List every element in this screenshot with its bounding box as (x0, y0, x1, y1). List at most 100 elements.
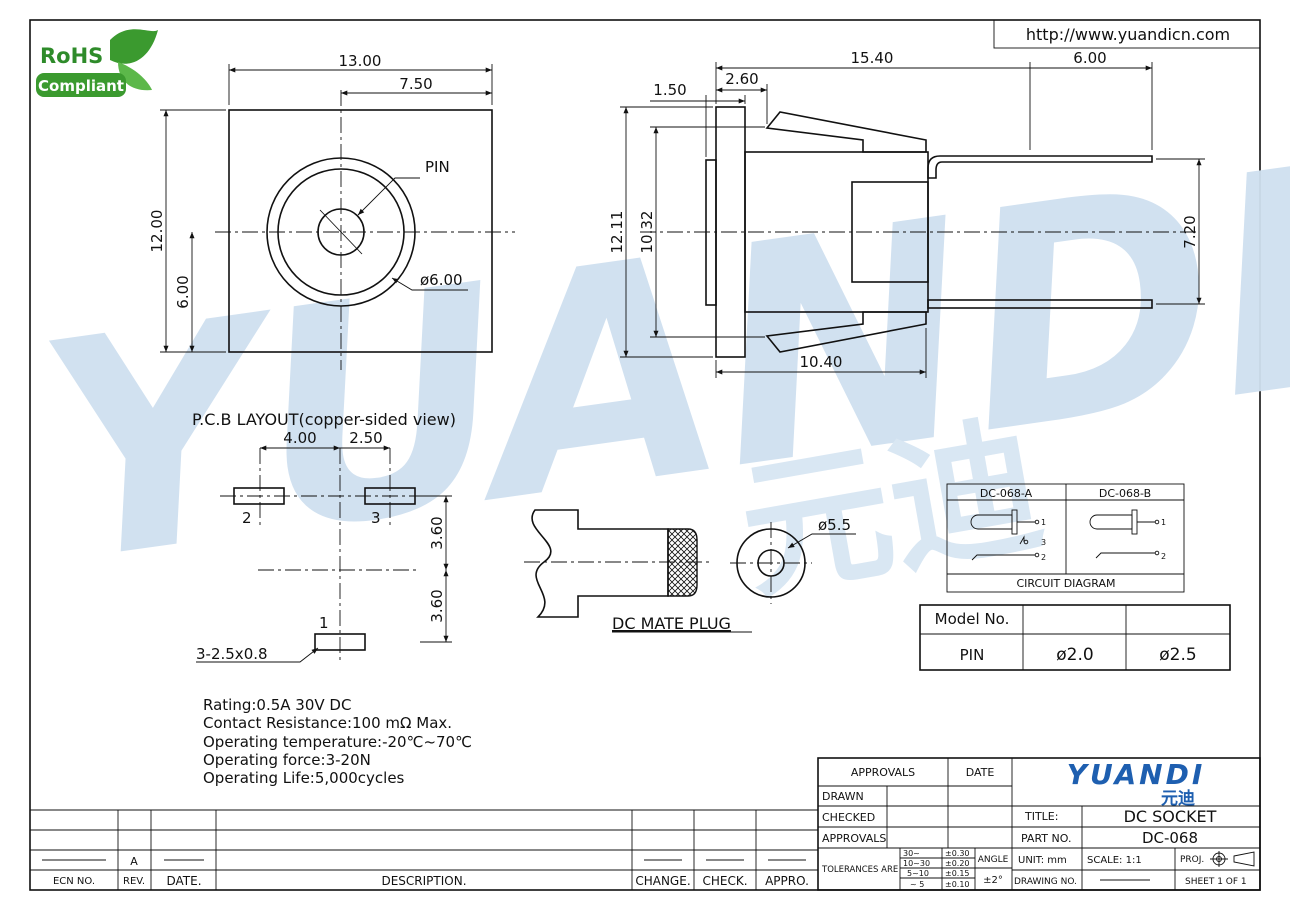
yuandi-logo-cjk: 元迪 (1161, 788, 1195, 809)
plug-tip (667, 528, 698, 597)
svg-text:±0.30: ±0.30 (945, 849, 970, 858)
leaf-icon (110, 29, 158, 64)
rev-header-date: DATE. (166, 874, 201, 888)
leaf-icon (118, 62, 152, 91)
rev-header-ecn: ECN NO. (53, 876, 95, 887)
slot-note: 3-2.5x0.8 (196, 645, 268, 663)
model-header: Model No. (935, 610, 1010, 628)
dim-h1: 12.11 (608, 211, 626, 254)
spec-rating: Rating:0.5A 30V DC (203, 696, 351, 714)
dim-height: 12.00 (148, 210, 166, 253)
model-table: Model No. PIN ø2.0 ø2.5 (919, 604, 1231, 671)
spec-force: Operating force:3-20N (203, 751, 371, 769)
svg-text:1: 1 (1041, 518, 1046, 527)
pcb-dim-d: 3.60 (428, 589, 446, 622)
dim-pin-len: 6.00 (1073, 49, 1106, 67)
svg-text:±0.10: ±0.10 (945, 880, 970, 889)
pad-label-2: 2 (242, 509, 252, 527)
side-view: 15.40 6.00 2.60 1.50 12.11 10.32 7.20 10… (608, 49, 1205, 378)
svg-text:~ 5: ~ 5 (910, 880, 924, 889)
model-value-a: ø2.0 (1056, 645, 1093, 665)
dim-front: 1.50 (653, 81, 686, 99)
rev-value: A (130, 855, 138, 868)
dim-body: 10.40 (800, 353, 843, 371)
model-value-b: ø2.5 (1159, 645, 1196, 665)
svg-text:5~10: 5~10 (907, 869, 929, 878)
rev-header-rev: REV. (123, 876, 145, 887)
plug-label: DC MATE PLUG (612, 614, 731, 633)
pcb-dim-b: 2.50 (349, 429, 382, 447)
svg-text:30~: 30~ (903, 849, 920, 858)
plug-diameter: ø5.5 (818, 516, 851, 534)
front-view: 13.00 7.50 12.00 6.00 PIN ø6.00 (148, 52, 515, 370)
rev-header-check: CHECK. (702, 874, 747, 888)
svg-text:2: 2 (1041, 553, 1046, 562)
svg-text:3: 3 (1041, 538, 1046, 547)
dim-width: 13.00 (339, 52, 382, 70)
dim-total: 15.40 (851, 49, 894, 67)
svg-text:±0.15: ±0.15 (945, 869, 970, 878)
spec-list: Rating:0.5A 30V DC Contact Resistance:10… (203, 696, 472, 787)
pcb-dim-c: 3.60 (428, 516, 446, 549)
revision-table: A ECN NO. REV. DATE. DESCRIPTION. CHANGE… (30, 758, 819, 890)
dim-h2: 10.32 (638, 211, 656, 254)
model-pin-label: PIN (960, 646, 985, 664)
svg-text:2: 2 (1161, 552, 1166, 561)
rev-header-change: CHANGE. (635, 874, 690, 888)
svg-text:SHEET 1 OF 1: SHEET 1 OF 1 (1185, 877, 1247, 887)
pin-top (927, 155, 1153, 179)
website-url: http://www.yuandicn.com (1026, 25, 1230, 44)
svg-text:PART NO.: PART NO. (1021, 832, 1071, 845)
svg-text:TOLERANCES ARE: TOLERANCES ARE (821, 865, 898, 875)
sheet-border (29, 19, 1261, 891)
circuit-col-b: DC-068-B (1099, 487, 1151, 500)
svg-text:DRAWING NO.: DRAWING NO. (1014, 877, 1077, 887)
pad-label-3: 3 (371, 509, 381, 527)
svg-text:CHECKED: CHECKED (822, 811, 875, 824)
svg-text:±2°: ±2° (983, 875, 1003, 886)
spec-temperature: Operating temperature:-20℃~70℃ (203, 733, 472, 751)
rev-header-appro: APPRO. (765, 874, 809, 888)
pin-label: PIN (425, 158, 450, 176)
dc-mate-plug: DC MATE PLUG ø5.5 (524, 509, 856, 633)
spec-resistance: Contact Resistance:100 mΩ Max. (203, 714, 452, 732)
circuit-title: CIRCUIT DIAGRAM (1017, 577, 1116, 590)
svg-text:TITLE:: TITLE: (1024, 810, 1058, 823)
circuit-diagram: DC-068-A DC-068-B CIRCUIT DIAGRAM 1 3 2 … (946, 483, 1185, 593)
svg-text:PROJ.: PROJ. (1180, 855, 1204, 865)
yuandi-logo: YUANDI (1067, 758, 1206, 791)
pcb-dim-a: 4.00 (283, 429, 316, 447)
plug-body (531, 509, 669, 618)
website-box (993, 19, 1261, 49)
svg-text:APPROVALS: APPROVALS (851, 766, 915, 779)
pin-bottom (927, 299, 1153, 309)
dim-center: 6.00 (174, 275, 192, 308)
part-value: DC-068 (1142, 829, 1198, 847)
pad-label-1: 1 (319, 614, 329, 632)
compliant-pill (36, 73, 126, 97)
svg-text:APPROVALS: APPROVALS (822, 832, 886, 845)
dim-flange: 2.60 (725, 70, 758, 88)
svg-text:±0.20: ±0.20 (945, 859, 970, 868)
pcb-title: P.C.B LAYOUT(copper-sided view) (192, 410, 456, 429)
svg-text:SCALE: 1:1: SCALE: 1:1 (1087, 855, 1142, 866)
title-block: APPROVALS DATE DRAWN CHECKED APPROVALS T… (817, 757, 1261, 891)
dim-half: 7.50 (399, 75, 432, 93)
svg-text:1: 1 (1161, 518, 1166, 527)
projection-symbol-icon (1210, 851, 1255, 867)
upper-clip (765, 111, 927, 153)
rohs-badge: RoHS Compliant (36, 29, 158, 97)
svg-text:10~30: 10~30 (903, 859, 930, 868)
compliant-text: Compliant (38, 77, 124, 95)
front-body (228, 109, 493, 353)
svg-text:DRAWN: DRAWN (822, 790, 864, 803)
pcb-layout: P.C.B LAYOUT(copper-sided view) 4.00 2.5… (192, 410, 456, 663)
svg-text:ANGLE: ANGLE (978, 855, 1009, 865)
svg-text:DATE: DATE (966, 766, 995, 779)
svg-text:UNIT: mm: UNIT: mm (1018, 855, 1067, 866)
dim-diameter: ø6.00 (420, 271, 463, 289)
lower-clip (765, 311, 927, 353)
dim-pin-span: 7.20 (1181, 215, 1199, 248)
rev-header-description: DESCRIPTION. (381, 874, 466, 888)
